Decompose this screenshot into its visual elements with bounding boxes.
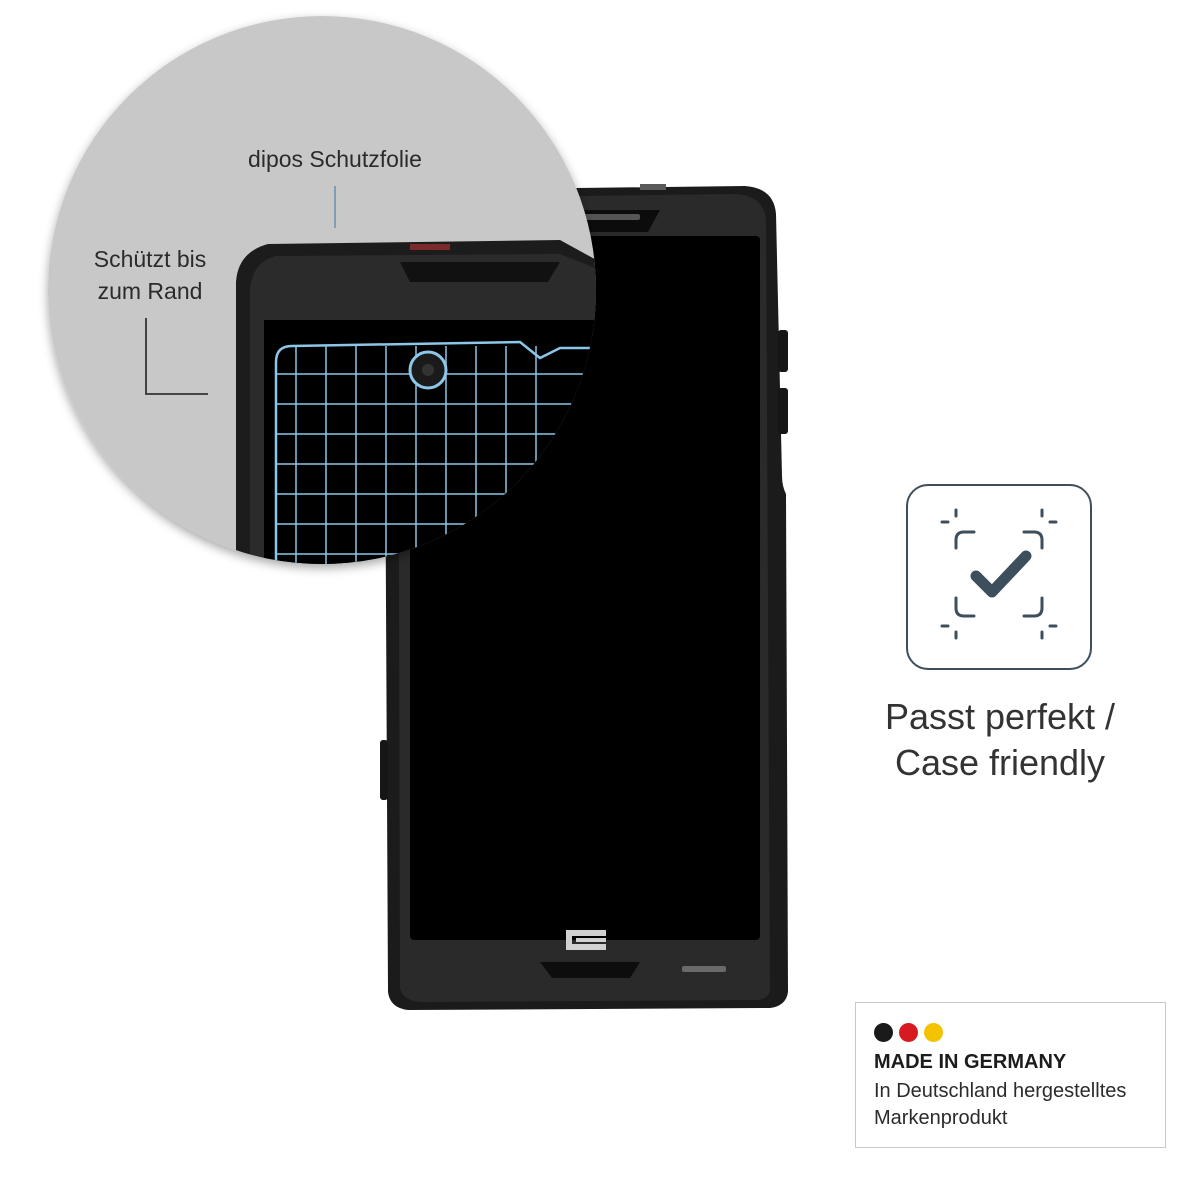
brand-logo-icon	[566, 930, 606, 950]
flag-dot-red	[899, 1023, 918, 1042]
side-button	[380, 740, 388, 800]
checkmark-in-frame-icon	[940, 508, 1058, 640]
fit-caption-line-1: Passt perfekt /	[884, 696, 1116, 737]
badge-line-2: Markenprodukt	[874, 1107, 1008, 1129]
film-label: dipos Schutzfolie	[248, 146, 422, 172]
badge-title: MADE IN GERMANY	[874, 1051, 1067, 1073]
edge-pointer-line	[145, 318, 208, 395]
flag-dot-black	[874, 1023, 893, 1042]
fit-icon-box	[906, 484, 1092, 670]
fit-caption: Passt perfekt / Case friendly	[850, 694, 1150, 786]
speaker-grille	[682, 966, 726, 972]
fit-caption-line-2: Case friendly	[894, 742, 1106, 783]
side-button	[778, 330, 788, 372]
edge-label-line-2: zum Rand	[97, 278, 203, 304]
edge-label-line-1: Schützt bis	[93, 246, 207, 272]
flag-dot-gold	[924, 1023, 943, 1042]
made-in-germany-badge: MADE IN GERMANY In Deutschland hergestel…	[855, 1002, 1166, 1148]
badge-line-1: In Deutschland hergestelltes	[874, 1080, 1127, 1102]
edge-label: Schützt bis zum Rand	[70, 243, 230, 307]
side-button	[778, 388, 788, 434]
